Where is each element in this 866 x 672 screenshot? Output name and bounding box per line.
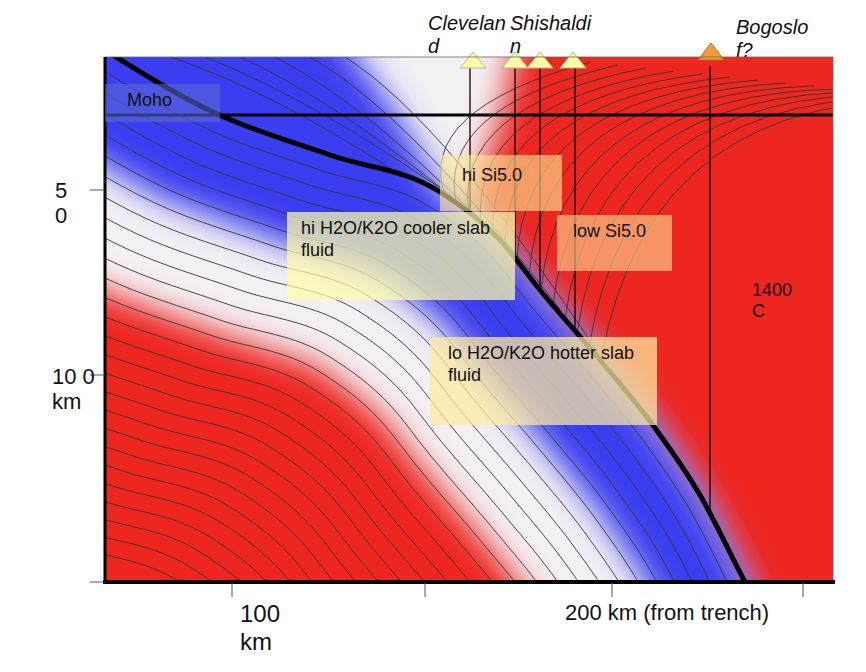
- distance-label: 100 km: [240, 600, 290, 655]
- axis-tick: [612, 582, 613, 597]
- isotherm: [105, 272, 610, 582]
- box-text: Moho: [127, 90, 198, 112]
- isotherm: [105, 92, 730, 582]
- isotherm: [105, 137, 700, 582]
- volcano-symbol: [527, 52, 553, 68]
- isotherm: [105, 407, 520, 582]
- box-text: hi H2O/K2O cooler slab fluid: [301, 218, 501, 261]
- transition-zone: [105, 57, 760, 582]
- moho-box: Moho: [105, 84, 220, 122]
- cold-slab: [105, 57, 760, 582]
- annotation-box: hi H2O/K2O cooler slab fluid: [287, 212, 515, 300]
- axis-tick: [425, 582, 426, 597]
- volcano-symbol: [560, 52, 586, 68]
- volcano-name: Clevelan d: [428, 12, 490, 58]
- volcano-projection: [574, 66, 575, 331]
- box-text: hi Si5.0: [462, 165, 540, 187]
- isotherm: [553, 89, 833, 305]
- isotherm: [529, 83, 786, 276]
- axis-tick: [803, 582, 804, 597]
- isotherm: [105, 437, 500, 582]
- isotherm: [105, 122, 710, 582]
- box-text: low Si5.0: [573, 221, 656, 243]
- plot-frame: [105, 57, 833, 582]
- annotation-box: lo H2O/K2O hotter slab fluid: [430, 337, 657, 425]
- isotherm: [105, 167, 680, 582]
- annotation-box: hi Si5.0: [440, 155, 562, 211]
- box-text: lo H2O/K2O hotter slab fluid: [448, 343, 639, 386]
- volcano-symbol: [460, 52, 486, 68]
- volcano-name: Bogoslo f?: [736, 16, 802, 62]
- isotherm: [105, 422, 510, 582]
- isotherm: [105, 62, 750, 582]
- isotherm: [345, 57, 600, 356]
- isotherm: [105, 152, 690, 582]
- volcano-name: Shishaldi n: [510, 12, 586, 58]
- temperature-label: 1400 C: [752, 280, 804, 321]
- axis: [103, 580, 835, 584]
- isotherm: [105, 287, 600, 582]
- axis-tick: [90, 190, 105, 191]
- depth-label: 10 0 km: [52, 364, 96, 415]
- depth-label: 5 0: [55, 178, 83, 229]
- volcano-symbol: [698, 43, 724, 60]
- annotation-box: low Si5.0: [557, 215, 672, 271]
- isotherm: [541, 86, 814, 291]
- slab-surface: [105, 57, 760, 582]
- distance-label: 200 km (from trench): [565, 600, 775, 625]
- axis-tick: [232, 582, 233, 597]
- isotherm: [565, 92, 833, 319]
- isotherm: [105, 77, 740, 582]
- axis: [104, 57, 107, 584]
- temperature-field: [105, 57, 833, 582]
- axis-tick: [90, 582, 105, 583]
- volcano-projection: [709, 66, 710, 514]
- isotherm: [577, 95, 833, 333]
- isotherms: [105, 57, 833, 582]
